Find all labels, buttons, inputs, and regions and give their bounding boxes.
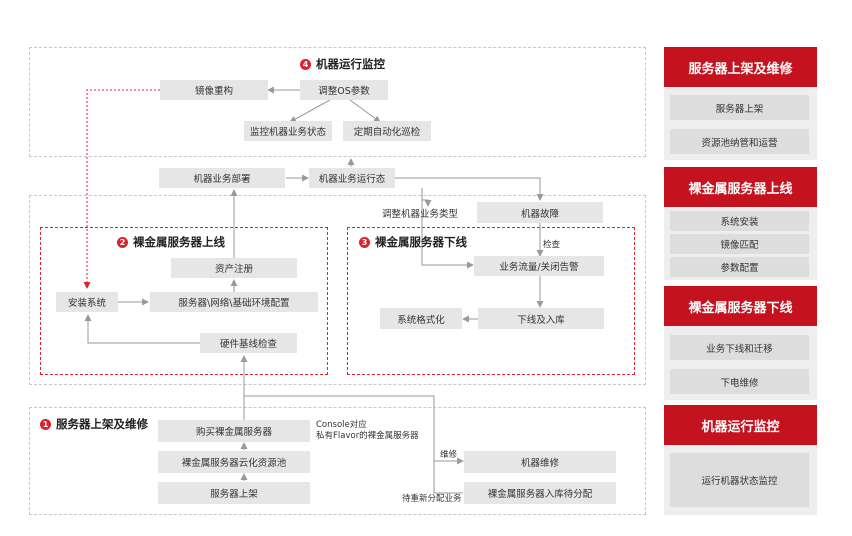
- node-rack: 服务器上架: [158, 482, 310, 504]
- node-traffic-alarm: 业务流量/关闭告警: [474, 256, 604, 276]
- node-format: 系统格式化: [380, 308, 462, 329]
- monitoring-title: 4 机器运行监控: [300, 56, 385, 72]
- sidebar-item: 资源池纳管和运营: [670, 129, 809, 154]
- offline-title: 3 裸金属服务器下线: [359, 234, 467, 250]
- section-title-text: 服务器上架及维修: [56, 417, 148, 431]
- node-cloud-pool: 裸金属服务器云化资源池: [158, 451, 310, 473]
- node-env-config: 服务器\网络\基础环境配置: [150, 292, 318, 312]
- racking-frame: [29, 407, 646, 515]
- node-install: 安装系统: [56, 292, 118, 312]
- node-fault: 机器故障: [477, 202, 603, 223]
- reassign-edge-label: 待重新分配业务: [402, 494, 462, 504]
- node-store-pending: 裸金属服务器入库待分配: [464, 482, 616, 504]
- check-edge-label: 检查: [543, 240, 561, 250]
- node-monitor-state: 监控机器业务状态: [244, 121, 332, 141]
- section-title-text: 机器运行监控: [316, 57, 385, 71]
- sidebar-item: 业务下线和迁移: [670, 335, 809, 360]
- online-frame: [40, 227, 328, 375]
- sidebar-item: 参数配置: [670, 257, 809, 277]
- lifecycle-frame: [29, 195, 646, 385]
- step-number-icon: 3: [359, 236, 370, 248]
- console-label-line1: Console对应: [316, 420, 367, 430]
- step-number-icon: 4: [300, 58, 311, 70]
- node-running: 机器业务运行态: [309, 168, 395, 188]
- node-deploy: 机器业务部署: [159, 168, 285, 188]
- online-title: 2 裸金属服务器上线: [117, 234, 225, 250]
- step-number-icon: 2: [117, 236, 128, 248]
- node-asset-reg: 资产注册: [171, 258, 297, 278]
- node-repair: 机器维修: [464, 451, 616, 473]
- sidebar-item: 镜像匹配: [670, 234, 809, 254]
- section-title-text: 裸金属服务器上线: [133, 235, 225, 249]
- node-image-rebuild: 镜像重构: [160, 80, 268, 100]
- console-label-line2: 私有Flavor的裸金属服务器: [316, 431, 419, 441]
- sidebar-head-offline: 裸金属服务器下线: [664, 286, 817, 326]
- repair-edge-label: 维修: [440, 450, 458, 460]
- racking-title: 1 服务器上架及维修: [40, 416, 148, 432]
- node-buy: 购买裸金属服务器: [158, 420, 310, 442]
- node-hw-check: 硬件基线检查: [200, 333, 297, 353]
- sidebar-item: 下电维修: [670, 369, 809, 394]
- sidebar-item: 服务器上架: [670, 95, 809, 120]
- offline-frame: [347, 227, 635, 375]
- node-auto-inspect: 定期自动化巡检: [343, 121, 431, 141]
- monitoring-frame: [29, 47, 646, 157]
- sidebar-head-monitoring: 机器运行监控: [664, 405, 817, 445]
- section-title-text: 裸金属服务器下线: [375, 235, 467, 249]
- node-adjust-type: 调整机器业务类型: [381, 209, 458, 220]
- sidebar-item: 运行机器状态监控: [670, 453, 809, 507]
- sidebar-head-online: 裸金属服务器上线: [664, 167, 817, 207]
- sidebar-item: 系统安装: [670, 211, 809, 231]
- sidebar-head-racking: 服务器上架及维修: [664, 47, 817, 87]
- node-tune-os: 调整OS参数: [300, 80, 388, 100]
- node-offline-store: 下线及入库: [478, 308, 604, 329]
- step-number-icon: 1: [40, 418, 51, 430]
